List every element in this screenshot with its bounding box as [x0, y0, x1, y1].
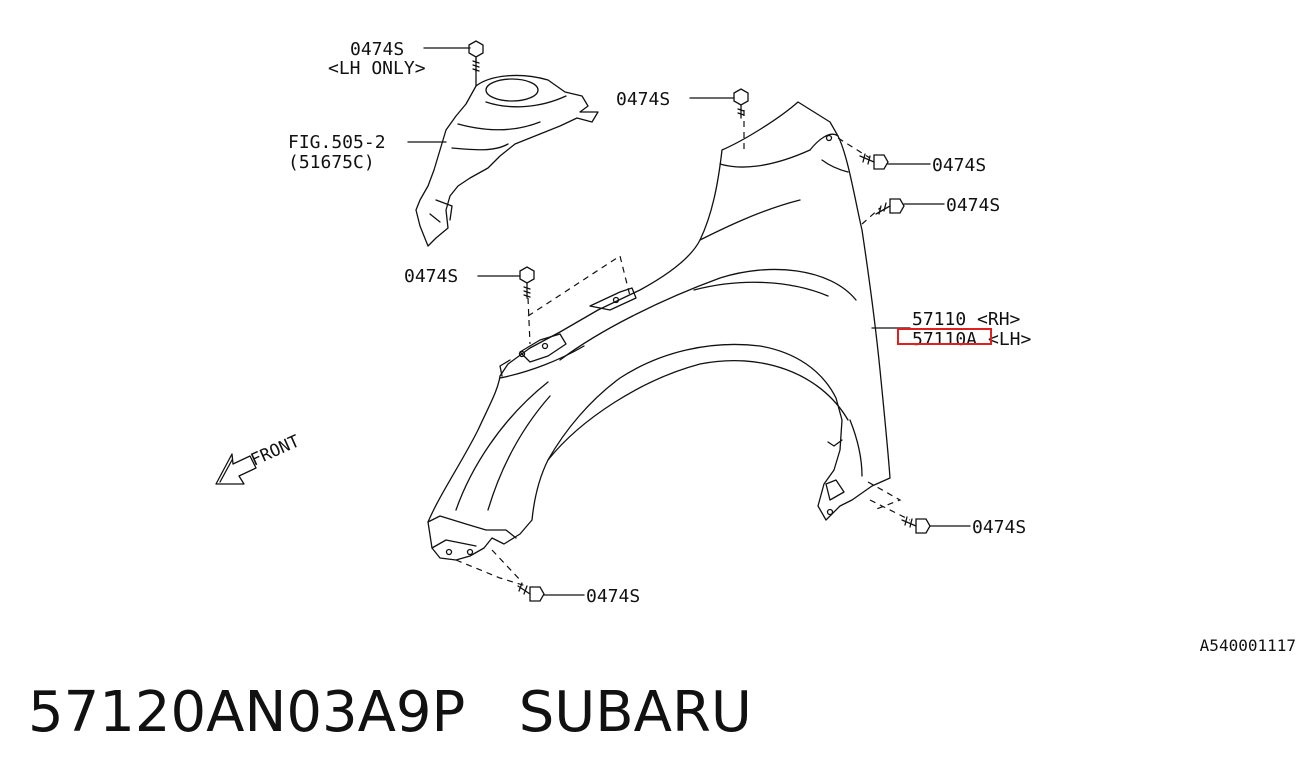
callout-fig-ref-part: (51675C) [288, 152, 375, 173]
inner-liner-bracket [415, 73, 599, 247]
callout-bolt-top-center: 0474S [616, 89, 670, 110]
fender-diagram: 0474S <LH ONLY> FIG.505-2 (51675C) 0474S… [215, 39, 1032, 607]
callout-labels: 0474S <LH ONLY> FIG.505-2 (51675C) 0474S… [288, 39, 1032, 607]
callout-bolt-left-middle: 0474S [404, 266, 458, 287]
callout-part-lh-side: <LH> [988, 329, 1032, 350]
part-caption: 57120AN03A9P SUBARU [28, 680, 752, 745]
callout-bolt-top-left: 0474S [350, 39, 404, 60]
bolt-icon [733, 88, 749, 119]
bolt-icon [519, 266, 535, 299]
front-arrow-icon: FRONT [215, 431, 303, 485]
leader-lines [407, 47, 971, 596]
bolt-icon [517, 582, 545, 602]
caption-part-number: 57120AN03A9P [28, 680, 466, 745]
bolt-icons [468, 40, 931, 602]
callout-bolt-bottom-left: 0474S [586, 586, 640, 607]
callout-bolt-bottom-right: 0474S [972, 517, 1026, 538]
front-label: FRONT [248, 431, 303, 470]
bolt-icon [901, 516, 931, 534]
bolt-icon [875, 198, 905, 215]
callout-bolt-right-middle: 0474S [946, 195, 1000, 216]
bolt-icon [859, 153, 889, 170]
callout-bolt-right-upper: 0474S [932, 155, 986, 176]
callout-fig-ref: FIG.505-2 [288, 132, 386, 153]
front-fender-panel [427, 101, 891, 561]
bolt-icon [468, 40, 484, 73]
callout-part-lh-code: 57110A [912, 329, 977, 350]
caption-brand: SUBARU [518, 680, 752, 745]
callout-lh-only-note: <LH ONLY> [328, 58, 426, 79]
highlight-box [897, 328, 992, 345]
callout-part-rh: 57110 <RH> [912, 309, 1021, 330]
diagram-reference-code: A540001117 [1199, 636, 1296, 655]
assembly-guides [455, 58, 911, 587]
